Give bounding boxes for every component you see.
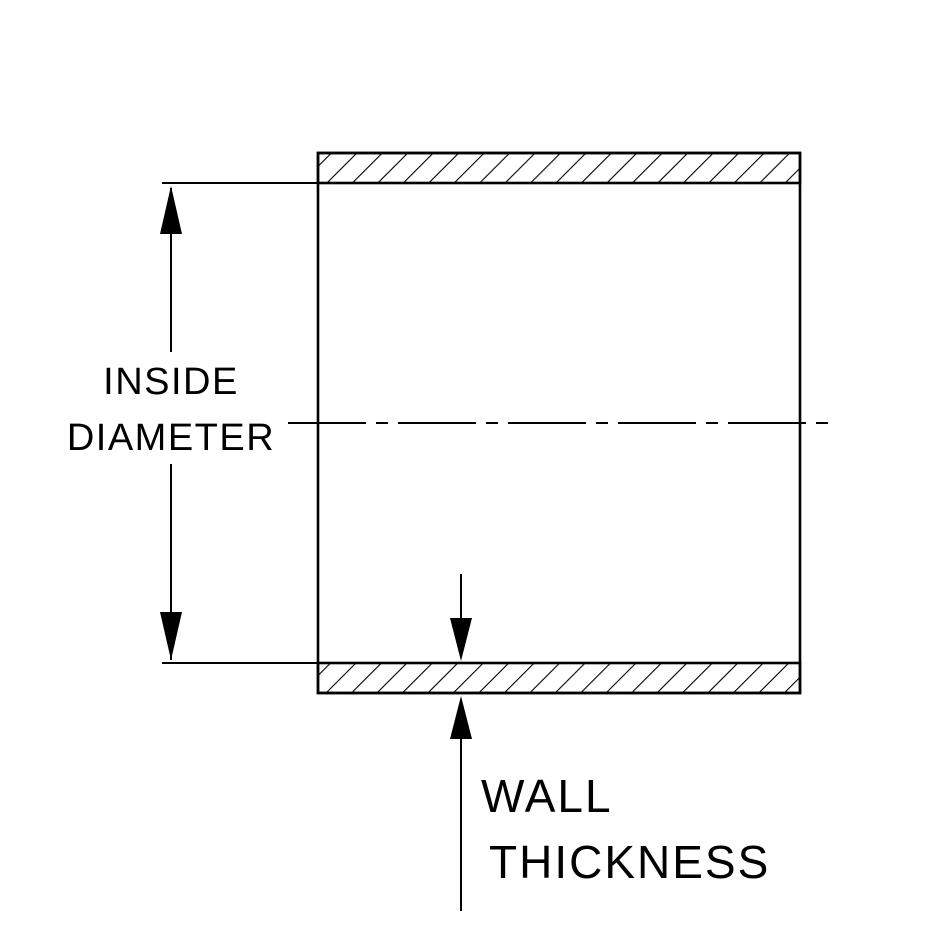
wall-thickness-label-line2: THICKNESS xyxy=(489,836,770,888)
top-wall-border xyxy=(316,151,802,185)
inside-diameter-label-line2: DIAMETER xyxy=(67,417,275,459)
bottom-wall-hatch xyxy=(318,663,800,693)
id-arrow-up-icon xyxy=(160,186,182,234)
wt-arrow-down-icon xyxy=(450,618,472,661)
bottom-wall-border xyxy=(316,661,802,695)
wall-thickness-label-line1: WALL xyxy=(481,770,613,822)
id-arrow-down-icon xyxy=(160,612,182,660)
wt-arrow-up-icon xyxy=(450,696,472,739)
inside-diameter-label-line1: INSIDE xyxy=(103,361,239,403)
top-wall-hatch xyxy=(318,153,800,183)
